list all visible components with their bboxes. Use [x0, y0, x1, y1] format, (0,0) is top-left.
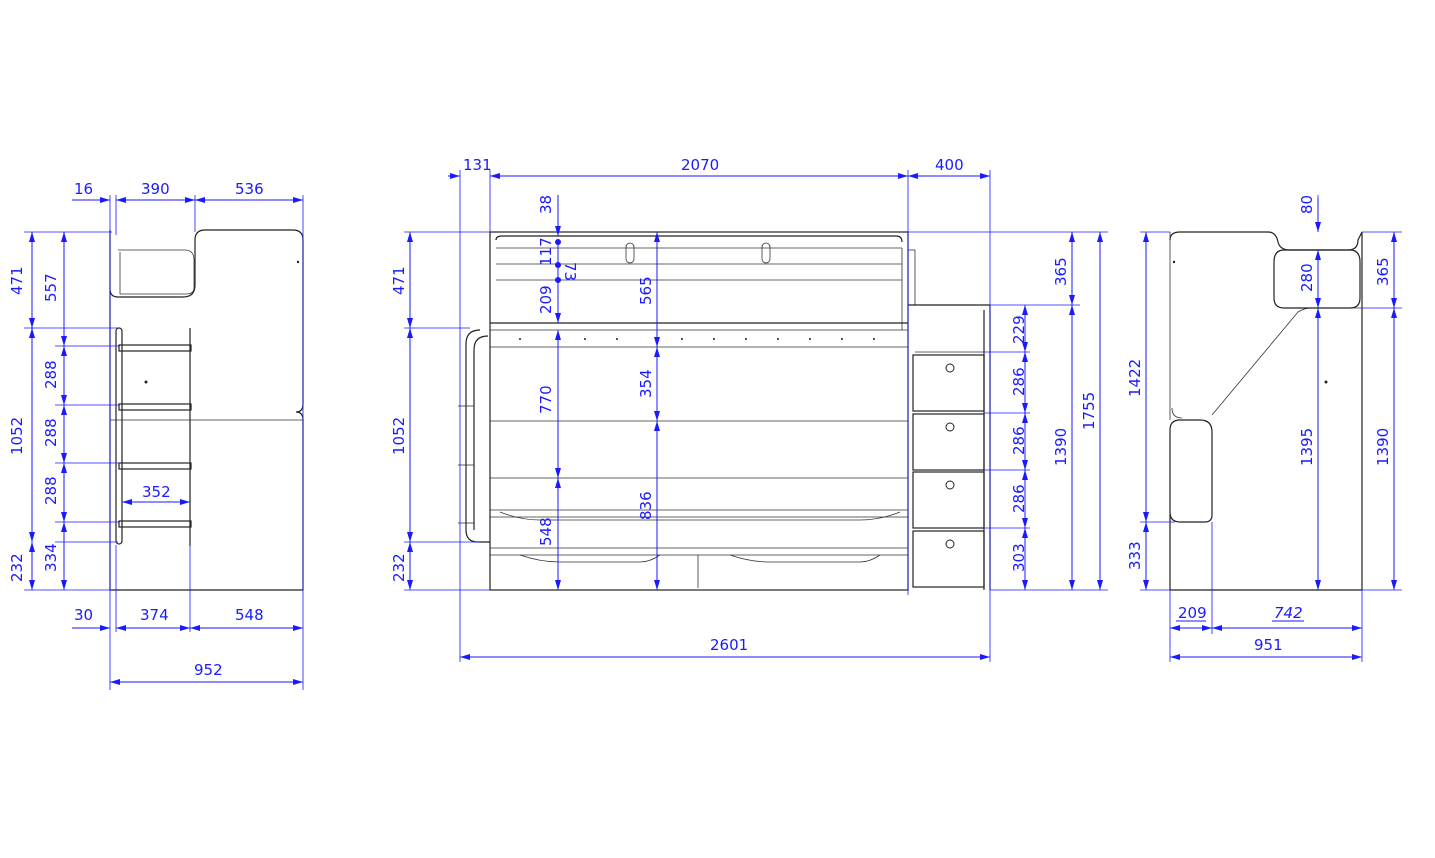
ladder	[115, 327, 192, 546]
rail-dots	[519, 338, 875, 340]
dim-right-209: 209	[1178, 604, 1207, 622]
dim-front-286-1: 286	[1010, 367, 1028, 396]
dim-front-232: 232	[390, 553, 408, 582]
dim-right-80: 80	[1298, 195, 1316, 214]
dim-left-390: 390	[141, 180, 170, 198]
left-side-view: 16 390 536 471 1052 232 557 288 288 288 …	[8, 180, 304, 690]
dim-front-471: 471	[390, 266, 408, 295]
dim-front-400: 400	[935, 156, 964, 174]
dim-right-1422: 1422	[1126, 359, 1144, 397]
dim-left-536: 536	[235, 180, 264, 198]
dim-front-38: 38	[537, 195, 555, 214]
dim-front-365: 365	[1052, 257, 1070, 286]
dim-front-303: 303	[1010, 543, 1028, 572]
dim-front-770: 770	[537, 385, 555, 414]
dim-front-1052: 1052	[390, 417, 408, 455]
dim-front-229: 229	[1010, 315, 1028, 344]
dim-right-742: 742	[1274, 604, 1303, 622]
front-view: 131 2070 400 471 1052 232 38 117 73 209 …	[390, 156, 1108, 662]
stairs	[908, 304, 991, 590]
dim-front-836: 836	[637, 491, 655, 520]
dim-right-280: 280	[1298, 263, 1316, 292]
dim-left-548: 548	[235, 606, 264, 624]
dim-left-288-1: 288	[42, 360, 60, 389]
dim-front-117: 117	[537, 237, 555, 266]
dim-right-365: 365	[1374, 257, 1392, 286]
dim-left-334: 334	[42, 543, 60, 572]
dim-left-952: 952	[194, 661, 223, 679]
dim-front-131: 131	[463, 156, 492, 174]
dim-left-471: 471	[8, 266, 26, 295]
dim-front-2070: 2070	[681, 156, 719, 174]
dim-front-2601: 2601	[710, 636, 748, 654]
dim-left-232: 232	[8, 553, 26, 582]
dim-left-557: 557	[42, 273, 60, 302]
dim-left-30: 30	[74, 606, 93, 624]
dim-front-1755: 1755	[1080, 392, 1098, 430]
dim-left-16: 16	[74, 180, 93, 198]
dim-front-286-2: 286	[1010, 426, 1028, 455]
dim-front-209: 209	[537, 285, 555, 314]
dim-left-1052: 1052	[8, 417, 26, 455]
dim-left-288-2: 288	[42, 418, 60, 447]
dim-front-1390: 1390	[1052, 428, 1070, 466]
dim-front-286-3: 286	[1010, 484, 1028, 513]
dim-front-354: 354	[637, 369, 655, 398]
dim-front-548: 548	[537, 517, 555, 546]
dim-right-1390: 1390	[1374, 428, 1392, 466]
dim-left-288-3: 288	[42, 476, 60, 505]
dim-right-951: 951	[1254, 636, 1283, 654]
dim-front-73: 73	[561, 262, 579, 281]
dim-right-333: 333	[1126, 541, 1144, 570]
dim-right-1395: 1395	[1298, 428, 1316, 466]
right-side-view: 80 280 1395 1422 333 365 1390 209 742 95…	[1126, 195, 1402, 662]
dim-left-374: 374	[140, 606, 169, 624]
dim-front-565: 565	[637, 276, 655, 305]
dim-left-352: 352	[142, 483, 171, 501]
